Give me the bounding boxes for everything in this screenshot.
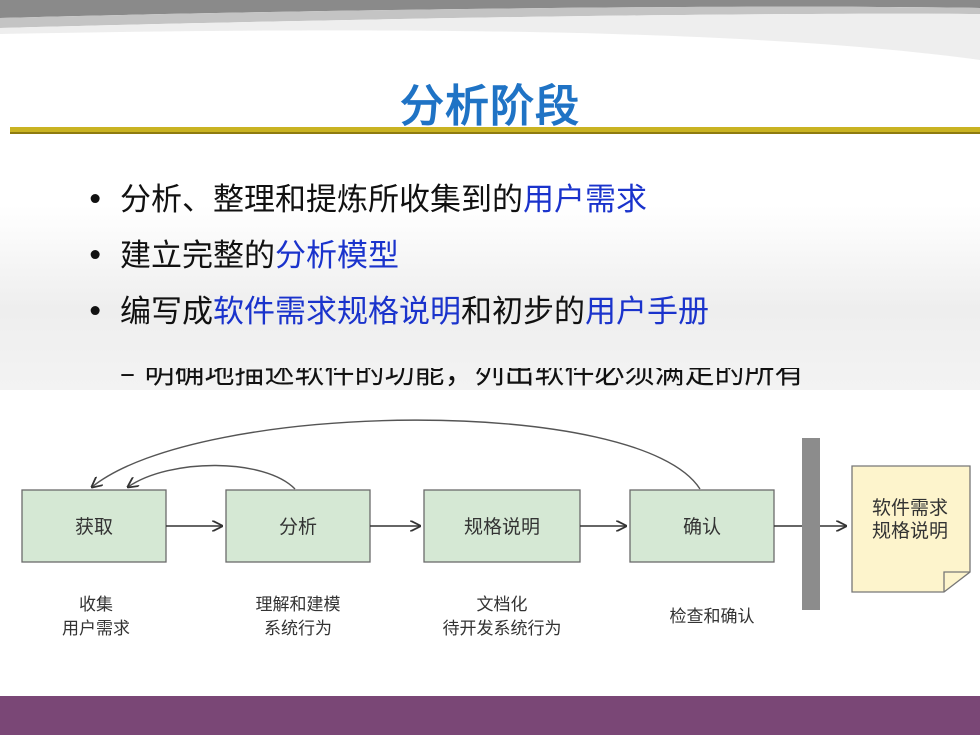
bullet-highlight: 软件需求规格说明 xyxy=(213,294,461,330)
sub-bullet-text: – 明确地描述软件的功能，列出软件必须满足的所有 xyxy=(120,368,805,390)
caption-line: 系统行为 xyxy=(264,619,332,638)
bullet-text: 分析、整理和提炼所收集到的 xyxy=(120,182,523,218)
node-label: 确认 xyxy=(683,516,721,538)
footer-bar xyxy=(0,696,980,735)
node-label: 获取 xyxy=(75,516,113,538)
caption-line: 待开发系统行为 xyxy=(443,619,562,638)
bullet-highlight: 用户需求 xyxy=(523,182,647,218)
process-diagram-panel: 获取 分析 规格说明 确认 软件需求 规格说明 收集 用户需求 xyxy=(0,390,980,696)
bullet-dot-icon: • xyxy=(86,238,105,274)
title-underline xyxy=(10,127,980,134)
feedback-arc-analyze-to-acquire xyxy=(128,464,296,490)
bullet-text: 和初步的 xyxy=(461,294,585,330)
output-document-icon: 软件需求 规格说明 xyxy=(851,465,971,593)
bullet-item: • 建立完整的分析模型 xyxy=(78,228,709,284)
process-node-acquire: 获取 xyxy=(21,489,167,563)
document-label-line: 软件需求 xyxy=(872,497,948,519)
document-label-line: 规格说明 xyxy=(872,520,948,542)
node-label: 分析 xyxy=(279,516,317,538)
bullet-text: 建立完整的 xyxy=(120,238,275,274)
process-node-specify: 规格说明 xyxy=(423,489,581,563)
process-node-analyze: 分析 xyxy=(225,489,371,563)
sub-bullet-clipped: – 明确地描述软件的功能，列出软件必须满足的所有 xyxy=(120,368,980,390)
bullet-highlight: 分析模型 xyxy=(275,238,399,274)
bullet-item: • 分析、整理和提炼所收集到的用户需求 xyxy=(78,172,709,228)
bullet-item: • 编写成软件需求规格说明和初步的用户手册 xyxy=(78,284,709,340)
bullet-dot-icon: • xyxy=(86,294,105,330)
top-swoosh-decoration xyxy=(0,0,980,61)
caption-line: 用户需求 xyxy=(62,619,130,638)
caption-line: 理解和建模 xyxy=(256,595,341,614)
bullet-list: • 分析、整理和提炼所收集到的用户需求 • 建立完整的分析模型 • 编写成软件需求规格… xyxy=(78,172,709,340)
caption-line: 检查和确认 xyxy=(670,607,755,626)
bullet-text: 编写成 xyxy=(120,294,213,330)
bullet-dot-icon: • xyxy=(86,182,105,218)
process-diagram: 获取 分析 规格说明 确认 软件需求 规格说明 收集 用户需求 xyxy=(21,419,971,638)
bullet-highlight: 用户手册 xyxy=(585,294,709,330)
phase-separator-bar xyxy=(802,438,820,610)
caption-line: 文档化 xyxy=(477,595,528,614)
node-label: 规格说明 xyxy=(464,516,540,538)
caption-line: 收集 xyxy=(79,595,113,614)
page-title: 分析阶段 xyxy=(400,81,580,132)
process-node-validate: 确认 xyxy=(629,489,775,563)
feedback-arc-confirm-to-acquire xyxy=(92,419,701,490)
